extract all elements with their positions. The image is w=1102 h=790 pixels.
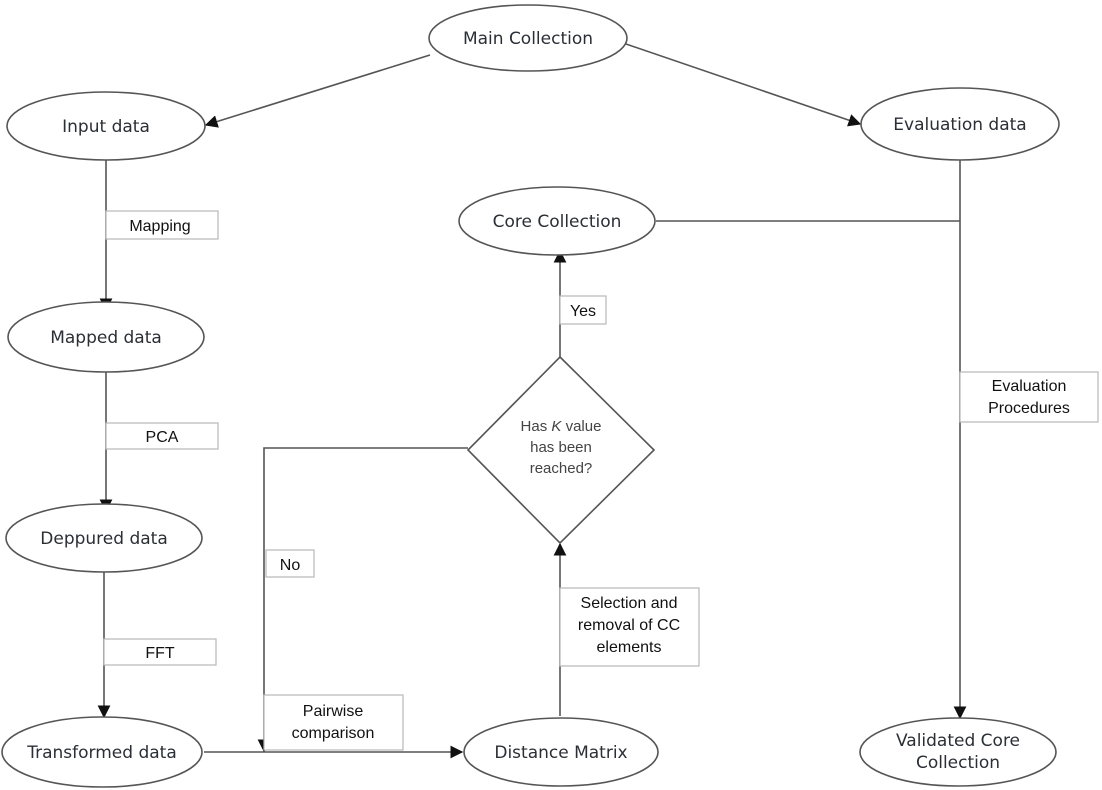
svg-text:elements: elements: [597, 639, 662, 656]
node-validated-core-collection: Validated Core Collection: [859, 717, 1057, 787]
svg-text:removal of CC: removal of CC: [578, 617, 680, 634]
decision-line2: has been: [530, 439, 592, 456]
label-fft: FFT: [103, 638, 217, 666]
node-label-line2: Collection: [916, 753, 1000, 773]
node-label: Core Collection: [493, 212, 622, 232]
node-input-data: Input data: [6, 91, 206, 161]
svg-text:Evaluation: Evaluation: [992, 378, 1067, 395]
decision-line3: reached?: [530, 460, 593, 477]
node-label: Deppured data: [40, 529, 167, 549]
node-evaluation-data: Evaluation data: [860, 87, 1060, 161]
label-no: No: [265, 549, 315, 578]
label-selection-removal: Selection and removal of CC elements: [559, 587, 700, 667]
node-core-collection: Core Collection: [458, 186, 656, 256]
decision-k-reached: Has K value has been reached?: [466, 355, 656, 545]
node-label-line1: Validated Core: [896, 731, 1020, 751]
node-label: Evaluation data: [893, 115, 1026, 135]
node-deppured-data: Deppured data: [5, 503, 203, 573]
node-transformed-data: Transformed data: [1, 716, 203, 788]
edge-main-to-evaluation: [625, 43, 862, 127]
svg-text:Selection and: Selection and: [581, 595, 678, 612]
edge-main-to-input: [204, 54, 431, 128]
svg-text:Pairwise: Pairwise: [303, 703, 364, 720]
label-pca: PCA: [105, 422, 219, 450]
node-distance-matrix: Distance Matrix: [463, 717, 659, 787]
node-label: Mapped data: [50, 328, 162, 348]
svg-text:Mapping: Mapping: [129, 218, 190, 235]
node-mapped-data: Mapped data: [7, 301, 205, 373]
label-mapping: Mapping: [105, 210, 219, 240]
node-label: Distance Matrix: [494, 743, 627, 763]
decision-line1: Has K value: [521, 418, 602, 435]
svg-text:No: No: [280, 557, 301, 574]
svg-text:Yes: Yes: [570, 303, 596, 320]
label-pairwise-comparison: Pairwise comparison: [263, 694, 404, 751]
svg-text:Procedures: Procedures: [988, 400, 1070, 417]
edge-decision-no-loop: [257, 447, 468, 753]
label-evaluation-procedures: Evaluation Procedures: [959, 371, 1099, 423]
svg-text:FFT: FFT: [145, 645, 175, 662]
node-label: Main Collection: [463, 29, 593, 49]
label-yes: Yes: [559, 295, 607, 325]
node-label: Transformed data: [26, 743, 177, 763]
node-label: Input data: [62, 117, 150, 137]
svg-text:PCA: PCA: [146, 429, 179, 446]
node-main-collection: Main Collection: [428, 4, 628, 72]
svg-text:comparison: comparison: [292, 725, 375, 742]
